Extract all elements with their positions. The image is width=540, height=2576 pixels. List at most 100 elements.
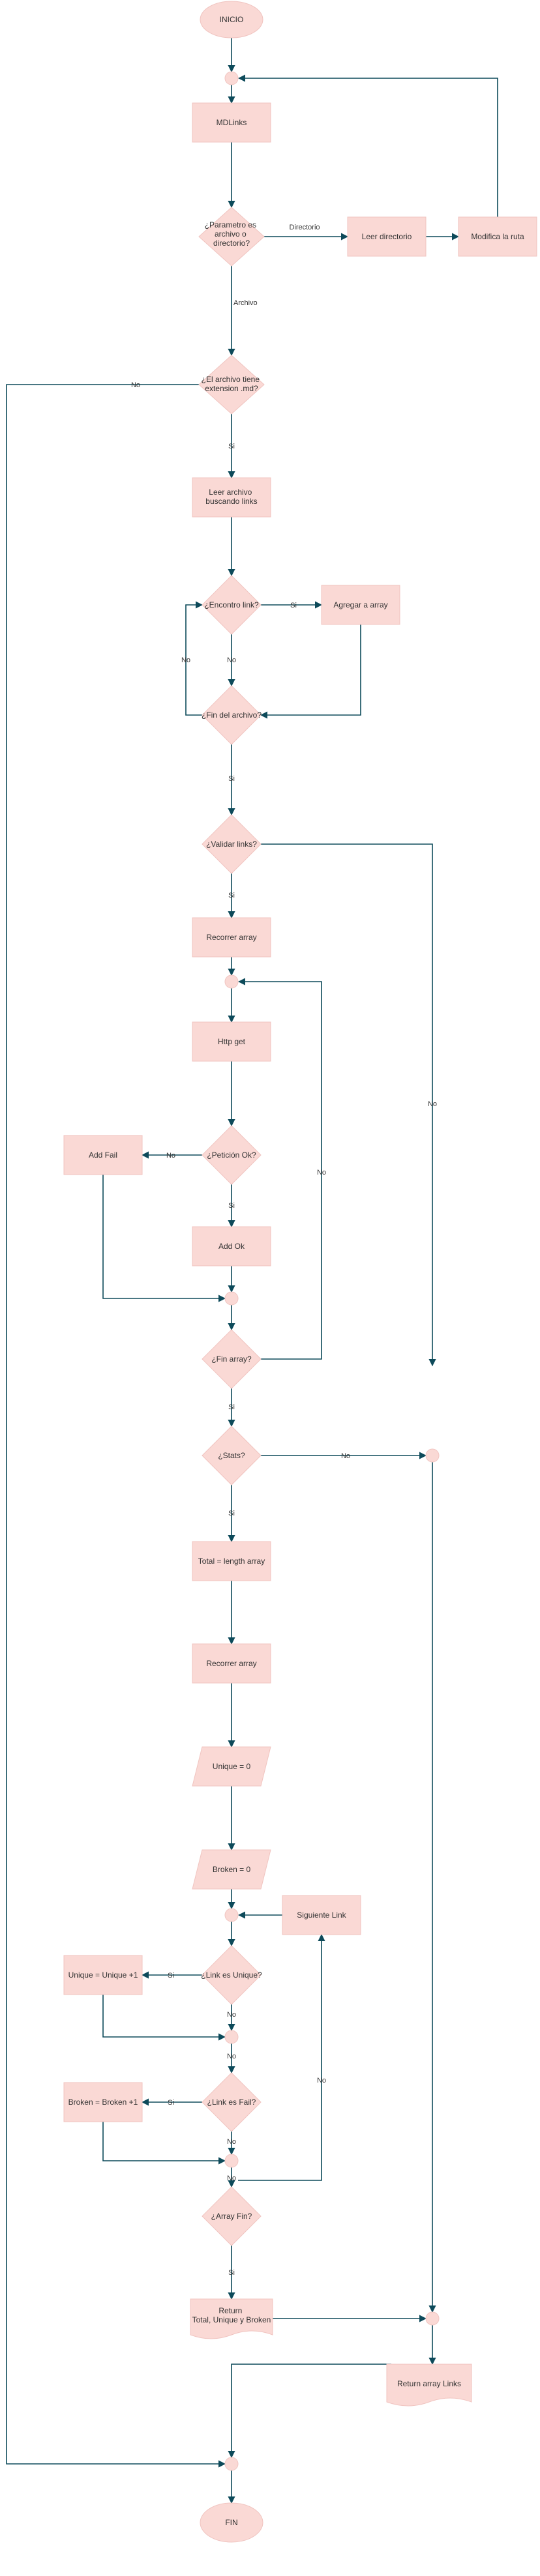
end-label: FIN [225, 2518, 237, 2527]
edge-labels: Directorio Archivo No Si Si No No Si No … [131, 224, 437, 2277]
edge-add-fail-to-junction [102, 1175, 226, 1302]
label-si-fin-archivo: Si [228, 775, 235, 783]
total-process [192, 1541, 271, 1581]
label-no-fail-1: No [227, 2138, 236, 2146]
http-get-label: Http get [218, 1037, 246, 1046]
return-stats-label: Return Total, Unique y Broken [192, 2306, 271, 2324]
link-fail-label: ¿Link es Fail? [207, 2098, 256, 2107]
label-no-peticion: No [166, 1152, 175, 1160]
leer-archivo-process [192, 477, 271, 518]
edge-validar-no-to-stats-junction [261, 843, 436, 1367]
leer-archivo-line-1: Leer archivo [209, 488, 252, 497]
extension-line-1: ¿El archivo tiene [202, 375, 260, 384]
peticion-ok-decision [202, 1125, 262, 1185]
edge-agregar-array-to-fin-archivo [260, 624, 361, 719]
start-label: INICIO [220, 15, 244, 24]
return-stats-line-2: Total, Unique y Broken [192, 2315, 271, 2324]
total-label: Total = length array [198, 1557, 265, 1566]
add-fail-label: Add Fail [89, 1150, 117, 1160]
leer-archivo-line-2: buscando links [205, 497, 257, 506]
label-no-unique-2: No [227, 2053, 236, 2060]
label-no-validar: No [428, 1100, 437, 1108]
label-si-array-fin: Si [228, 2269, 235, 2277]
peticion-ok-label: ¿Petición Ok? [207, 1150, 256, 1160]
edge-broken-inc-to-junction [102, 2122, 226, 2165]
junction-stats [425, 1448, 440, 1463]
validar-links-decision [202, 814, 262, 874]
mdlinks-process [192, 102, 271, 143]
modifica-ruta-process [458, 216, 537, 257]
fin-archivo-decision [202, 685, 262, 745]
junction-3 [224, 1291, 239, 1306]
leer-archivo-label: Leer archivo buscando links [205, 488, 257, 506]
return-links-label: Return array Links [397, 2379, 461, 2388]
http-get-process [192, 1021, 271, 1062]
nodes: INICIO MDLinks ¿Parametro es archivo o d… [63, 1, 537, 2543]
parametro-line-1: ¿Parametro es [205, 220, 256, 229]
modifica-ruta-label: Modifica la ruta [471, 232, 524, 241]
edge-return-links-to-final-junction [228, 2364, 391, 2459]
label-si-stats: Si [228, 1510, 235, 1517]
junction-2 [224, 974, 239, 989]
siguiente-link-label: Siguiente Link [297, 1910, 346, 1920]
broken-inc-process [63, 2082, 143, 2122]
extension-decision [198, 355, 265, 415]
return-links-document [386, 2364, 472, 2407]
encontro-link-label: ¿Encontro link? [204, 600, 259, 609]
label-si-validar: Si [228, 892, 235, 900]
extension-label: ¿El archivo tiene extension .md? [202, 375, 262, 393]
agregar-array-process [321, 585, 400, 625]
return-stats-document [190, 2298, 273, 2339]
label-directorio: Directorio [289, 224, 320, 231]
edge-array-fin-no-to-siguiente-link [238, 1933, 325, 2181]
recorrer-array-1-label: Recorrer array [206, 933, 256, 942]
edge-fin-archivo-no-to-encontro-link [185, 601, 203, 716]
junction-final [224, 2457, 239, 2471]
encontro-link-decision [202, 575, 262, 635]
siguiente-link-process [282, 1895, 361, 1935]
parametro-line-3: directorio? [213, 239, 250, 248]
mdlinks-label: MDLinks [217, 118, 247, 127]
label-no-array-fin: No [317, 2077, 326, 2085]
extension-line-2: extension .md? [205, 384, 258, 393]
fin-array-decision [202, 1329, 262, 1389]
junction-6 [224, 2154, 239, 2168]
link-fail-decision [202, 2072, 262, 2132]
link-unique-decision [202, 1945, 262, 2005]
label-si-peticion: Si [228, 1202, 235, 1210]
label-no-unique-1: No [227, 2011, 236, 2019]
add-ok-process [192, 1226, 271, 1266]
label-si-encontro: Si [290, 602, 297, 609]
parametro-line-2: archivo o [215, 229, 247, 239]
label-archivo: Archivo [233, 299, 258, 307]
unique-zero-label: Unique = 0 [213, 1762, 251, 1771]
label-si-unique: Si [168, 1972, 174, 1980]
leer-directorio-label: Leer directorio [362, 232, 412, 241]
array-fin-label: ¿Array Fin? [211, 2212, 252, 2221]
fin-array-label: ¿Fin array? [211, 1354, 252, 1364]
broken-zero-data [192, 1849, 271, 1890]
broken-zero-label: Broken = 0 [213, 1865, 251, 1874]
label-no-extension: No [131, 381, 140, 389]
start-terminal [200, 1, 263, 38]
unique-inc-label: Unique = Unique +1 [68, 1970, 138, 1980]
link-unique-label: ¿Link es Unique? [201, 1970, 262, 1980]
label-si-fail: Si [168, 2099, 174, 2107]
stats-label: ¿Stats? [218, 1451, 245, 1460]
label-no-stats: No [341, 1452, 350, 1460]
unique-zero-data [192, 1746, 271, 1787]
validar-links-label: ¿Validar links? [206, 840, 257, 849]
parametro-decision [198, 207, 265, 267]
label-si-extension: Si [228, 443, 235, 450]
return-stats-line-1: Return [218, 2306, 242, 2315]
junction-5 [224, 2030, 239, 2044]
junction-7 [425, 2311, 440, 2326]
label-no-fin-array: No [317, 1169, 326, 1177]
end-terminal [200, 2502, 263, 2543]
label-no-fin-archivo: No [181, 656, 190, 664]
label-no-fail-2: No [227, 2174, 236, 2182]
array-fin-decision [202, 2186, 262, 2246]
leer-directorio-process [347, 216, 427, 257]
recorrer-array-2-label: Recorrer array [206, 1659, 256, 1668]
